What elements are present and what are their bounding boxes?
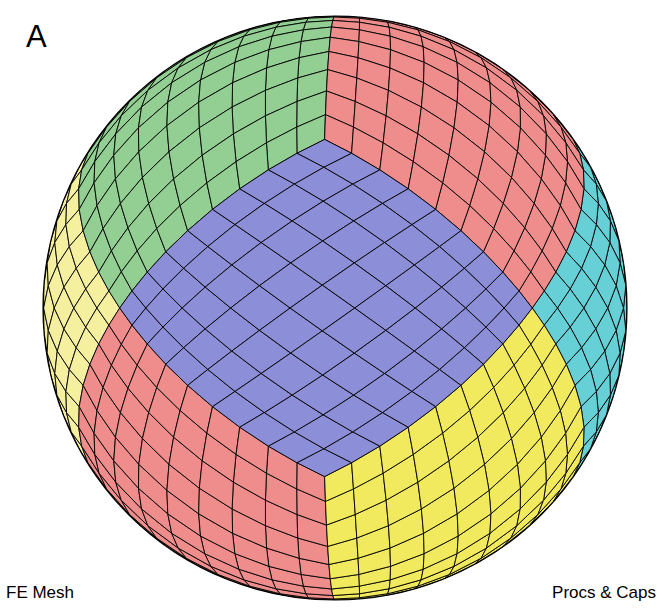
sphere-outline bbox=[43, 16, 627, 600]
mesh-cell bbox=[290, 285, 354, 331]
mesh-caption: FE Mesh bbox=[6, 584, 74, 603]
mesh-cells bbox=[43, 16, 627, 600]
panel-letter: A bbox=[26, 20, 47, 54]
caps-caption: Procs & Caps bbox=[552, 584, 656, 603]
